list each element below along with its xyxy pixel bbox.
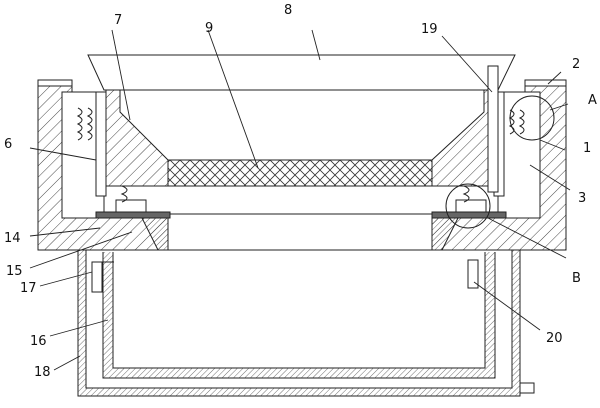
label-2: 2 bbox=[572, 57, 580, 72]
label-19: 19 bbox=[421, 22, 438, 37]
label-20: 20 bbox=[546, 331, 563, 346]
label-9: 9 bbox=[205, 21, 213, 36]
lower-housing bbox=[77, 250, 535, 397]
sieve-tray bbox=[87, 54, 516, 193]
part-labels: 7 8 9 19 2 A 1 3 6 14 15 17 B 16 20 18 bbox=[4, 3, 597, 380]
label-1: 1 bbox=[583, 141, 591, 156]
label-a: A bbox=[588, 93, 597, 108]
label-15: 15 bbox=[6, 264, 23, 279]
label-16: 16 bbox=[30, 334, 47, 349]
side-walls bbox=[76, 91, 525, 219]
detail-circle-b bbox=[445, 183, 491, 229]
label-18: 18 bbox=[34, 365, 51, 380]
leader-lines bbox=[29, 29, 571, 371]
label-7: 7 bbox=[114, 13, 122, 28]
label-8: 8 bbox=[284, 3, 292, 18]
label-17: 17 bbox=[20, 281, 37, 296]
base-body bbox=[37, 79, 567, 251]
label-b: B bbox=[572, 271, 581, 286]
label-6: 6 bbox=[4, 137, 12, 152]
label-14: 14 bbox=[4, 231, 21, 246]
label-3: 3 bbox=[578, 191, 586, 206]
detail-circle-a bbox=[509, 95, 555, 141]
